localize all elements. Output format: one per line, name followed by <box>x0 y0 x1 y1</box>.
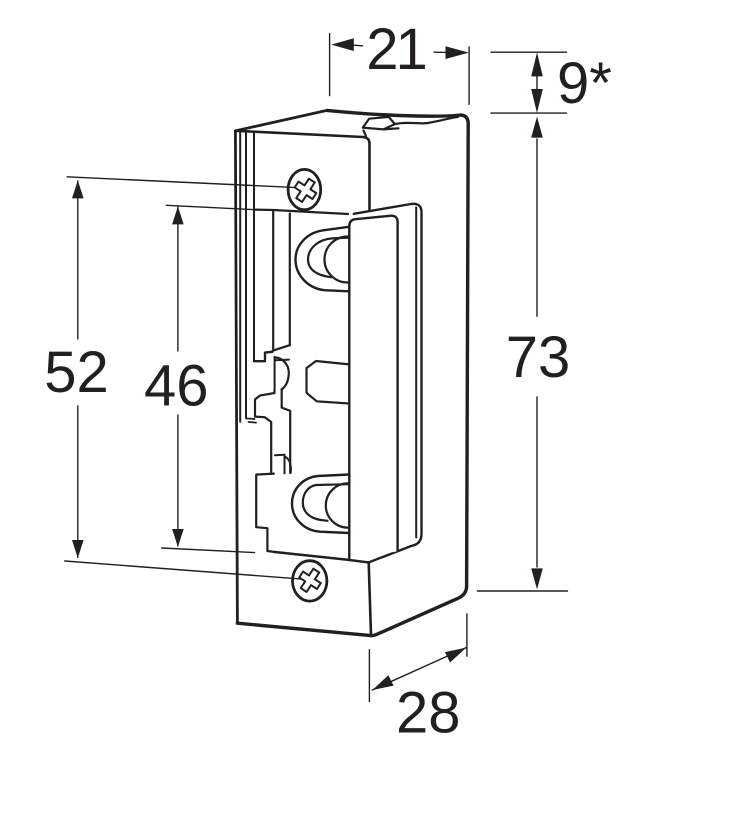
svg-text:28: 28 <box>396 680 461 745</box>
svg-text:21: 21 <box>366 17 425 82</box>
svg-text:9*: 9* <box>557 51 612 116</box>
svg-text:73: 73 <box>506 325 571 390</box>
svg-text:52: 52 <box>44 340 109 405</box>
svg-text:46: 46 <box>144 354 209 419</box>
